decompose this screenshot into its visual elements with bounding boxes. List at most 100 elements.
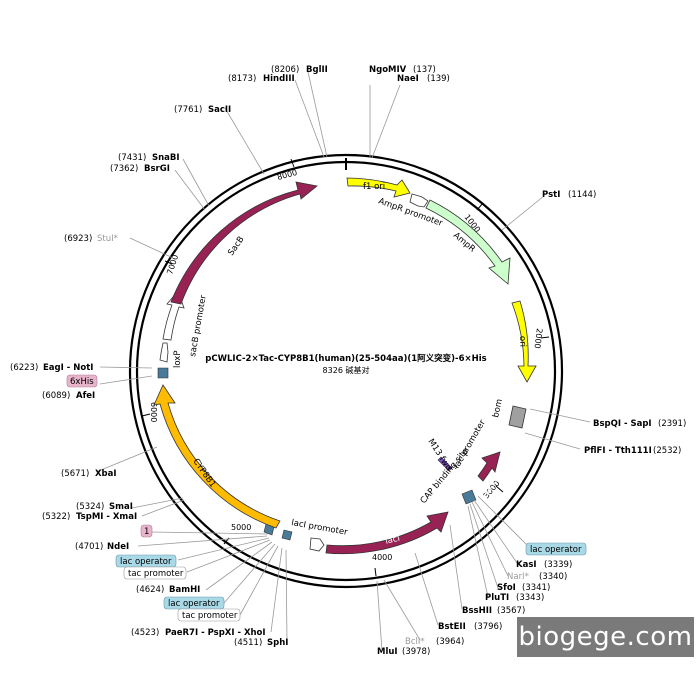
site-name[interactable]: BstEII [438, 622, 466, 632]
laci-promoter-arrow[interactable] [309, 537, 325, 552]
site-name[interactable]: AfeI [76, 391, 95, 401]
lac-operator-feature[interactable] [461, 489, 477, 505]
laci-arrow[interactable] [325, 511, 449, 555]
site-name[interactable]: tac promoter [182, 611, 238, 621]
lacz-alpha-arrow[interactable] [477, 451, 501, 482]
site-name[interactable]: PluTI [485, 593, 509, 603]
backbone-outer-ring [128, 153, 564, 589]
site-position: (6923) [64, 234, 92, 244]
site-position: (4624) [136, 585, 164, 595]
sacb-promoter-label: sacB promoter [188, 294, 209, 358]
site-name[interactable]: PstI [542, 190, 560, 200]
site-name[interactable]: NarI* [507, 572, 529, 582]
site-name[interactable]: PflFI - Tth111I [584, 446, 652, 456]
sacb-label: SacB [226, 235, 246, 258]
site-name[interactable]: lac operator [120, 557, 172, 567]
site-name[interactable]: lac operator [168, 599, 220, 609]
site-position: (8173) [228, 74, 256, 84]
tick-label: 6000 [149, 402, 158, 422]
site-position: (4701) [75, 542, 103, 552]
site-name[interactable]: NdeI [107, 542, 129, 552]
site-name[interactable]: 1 [144, 527, 149, 537]
site-position: (5671) [61, 469, 89, 479]
site-name[interactable]: SphI [267, 638, 288, 648]
site-position: (2532) [653, 446, 681, 456]
site-name[interactable]: PaeR7I - PspXI - XhoI [165, 628, 266, 638]
plasmid-length: 8326 碱基对 [323, 365, 370, 375]
site-name[interactable]: KasI [516, 560, 537, 570]
site-position: (3341) [522, 583, 550, 593]
cyp8b1-arrow[interactable] [153, 384, 281, 529]
tick-label: 4000 [372, 553, 392, 562]
tick-mark [540, 336, 550, 339]
site-name[interactable]: BclI* [405, 637, 425, 647]
site-name[interactable]: MluI [377, 647, 398, 657]
site-name[interactable]: SfoI [497, 583, 516, 593]
bom-feature[interactable] [508, 405, 527, 429]
site-position: (3796) [474, 622, 502, 632]
plasmid-name: pCWLIC-2×Tac-CYP8B1(human)(25-504aa)(1阿义… [205, 353, 486, 364]
site-name[interactable]: lac operator [530, 545, 582, 555]
ori-arrow[interactable] [511, 300, 537, 383]
m13-fwd-feature[interactable] [437, 456, 453, 472]
tick-label: 7000 [165, 253, 180, 275]
site-name[interactable]: BspQI - SapI [593, 419, 652, 429]
site-name[interactable]: BglII [306, 65, 328, 75]
site-name[interactable]: BsrGI [144, 164, 170, 174]
loxp-arrow[interactable] [159, 342, 169, 363]
site-position: (2391) [658, 419, 686, 429]
lac-operator-badge [525, 542, 587, 556]
site-position: (139) [427, 74, 450, 84]
site-position: (6089) [42, 391, 70, 401]
tick-mark [141, 413, 151, 417]
loxp-label: loxP [173, 351, 183, 368]
ampr-arrow[interactable] [425, 199, 511, 285]
cyp8b1-label: CYP8B1 [191, 457, 218, 490]
site-name[interactable]: EagI - NotI [43, 363, 93, 373]
site-name[interactable]: TspMI - XmaI [76, 512, 137, 522]
site-name[interactable]: BamHI [169, 585, 200, 595]
site-name[interactable]: NgoMIV [369, 65, 407, 75]
sacb-arrow[interactable] [170, 181, 318, 305]
tick-mark [495, 485, 504, 493]
site-name[interactable]: HindIII [263, 74, 295, 84]
site-name[interactable]: 6xHis [70, 377, 94, 387]
site-position: (3339) [544, 560, 572, 570]
tac-operator-feature[interactable] [281, 529, 293, 541]
ori-label: ori [517, 336, 527, 347]
site-position: (5324) [76, 502, 104, 512]
tick-label: 8000 [276, 168, 298, 182]
site-name[interactable]: StuI* [97, 234, 118, 244]
site-name[interactable]: SnaBI [152, 153, 180, 163]
tac-promoter-badge [177, 608, 241, 622]
site-position: (3340) [539, 572, 567, 582]
site-position: (8206) [271, 65, 299, 75]
site-name[interactable]: tac promoter [128, 569, 184, 579]
6xhis-feature[interactable] [157, 367, 169, 379]
tick-mark [476, 202, 484, 211]
ampr-promoter-arrow[interactable] [409, 193, 429, 208]
site-labels: NgoMIV (137) NaeI (139) PstI (1144) BspQ… [10, 65, 686, 657]
tac-cluster [263, 523, 293, 541]
site-name[interactable]: NaeI [397, 74, 419, 84]
tick-mark [164, 260, 173, 265]
site-position: (7431) [118, 153, 146, 163]
site-name[interactable]: BssHII [462, 606, 492, 616]
site-position: (137) [413, 65, 436, 75]
tick-label: 5000 [231, 523, 251, 532]
watermark: biogege.com [517, 617, 694, 657]
site-position: (4511) [234, 638, 262, 648]
site-name[interactable]: SmaI [109, 502, 133, 512]
tac-promoter-badge [123, 566, 187, 580]
bom-label: bom [491, 398, 505, 419]
f1-ori-label: f1 ori [363, 182, 385, 192]
site-position: (3978) [402, 647, 430, 657]
site-position: (6223) [10, 363, 38, 373]
site-position: (3343) [516, 593, 544, 603]
site-name[interactable]: XbaI [95, 469, 117, 479]
site-position: (4523) [131, 628, 159, 638]
tick-label: 2000 [533, 328, 544, 349]
site-name[interactable]: SacII [208, 105, 231, 115]
f1-ori-arrow[interactable] [346, 177, 411, 198]
